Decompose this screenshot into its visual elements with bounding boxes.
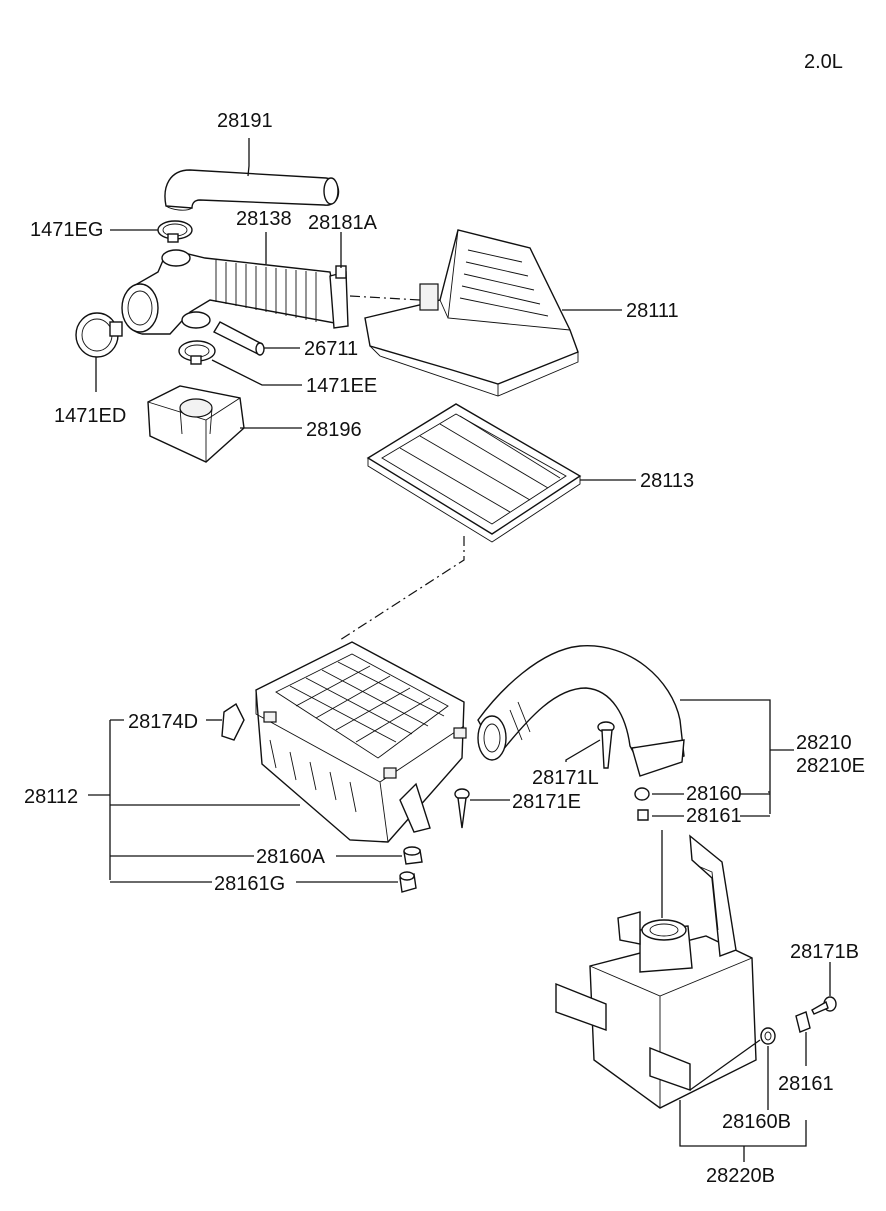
label-1471EE: 1471EE [306, 375, 377, 397]
resonator-28196 [147, 385, 245, 463]
bolt-28171E [454, 788, 470, 829]
bolt-28171L [597, 721, 615, 769]
label-28160B: 28160B [722, 1111, 791, 1133]
label-28112: 28112 [24, 786, 78, 808]
label-28210E: 28210E [796, 755, 865, 777]
cover-28111 [364, 229, 579, 397]
label-26711: 26711 [304, 338, 358, 360]
hose-28191 [164, 169, 340, 211]
clamp-1471ED [75, 312, 123, 358]
label-28161G: 28161G [214, 873, 285, 895]
clamp-1471EG [157, 220, 193, 243]
engine-label: 2.0L [804, 51, 843, 73]
duct-28210 [477, 645, 685, 777]
clip-28174D [221, 702, 245, 741]
hose-26711 [213, 321, 265, 356]
label-28191: 28191 [217, 110, 273, 132]
clamp-1471EE [178, 340, 216, 365]
label-28171L: 28171L [532, 767, 599, 789]
filter-28113 [366, 403, 582, 543]
label-28160A: 28160A [256, 846, 326, 868]
label-28171E: 28171E [512, 791, 581, 813]
bushing-28161-lower [795, 1011, 811, 1033]
bolt-28171B [811, 996, 837, 1015]
label-1471EG: 1471EG [30, 219, 103, 241]
resonator-28220B [555, 834, 757, 1109]
grommet-28160A [403, 846, 423, 865]
label-1471ED: 1471ED [54, 405, 126, 427]
label-28210: 28210 [796, 732, 852, 754]
bushing-28161G [399, 871, 417, 893]
label-28138: 28138 [236, 208, 292, 230]
label-28161-lower: 28161 [778, 1073, 834, 1095]
duct-28138 [121, 249, 341, 335]
label-28111: 28111 [626, 300, 679, 322]
label-28174D: 28174D [128, 711, 198, 733]
label-28113: 28113 [640, 470, 694, 492]
grommet-28160 [634, 787, 650, 801]
label-28196: 28196 [306, 419, 362, 441]
label-28181A: 28181A [308, 212, 378, 234]
label-28171B: 28171B [790, 941, 859, 963]
label-28161: 28161 [686, 805, 742, 827]
label-28220B: 28220B [706, 1165, 775, 1187]
bushing-28161 [637, 809, 649, 821]
label-28160: 28160 [686, 783, 742, 805]
grommet-28160B [760, 1027, 776, 1045]
clamp-28181A [329, 265, 349, 329]
body-28112 [255, 641, 467, 843]
